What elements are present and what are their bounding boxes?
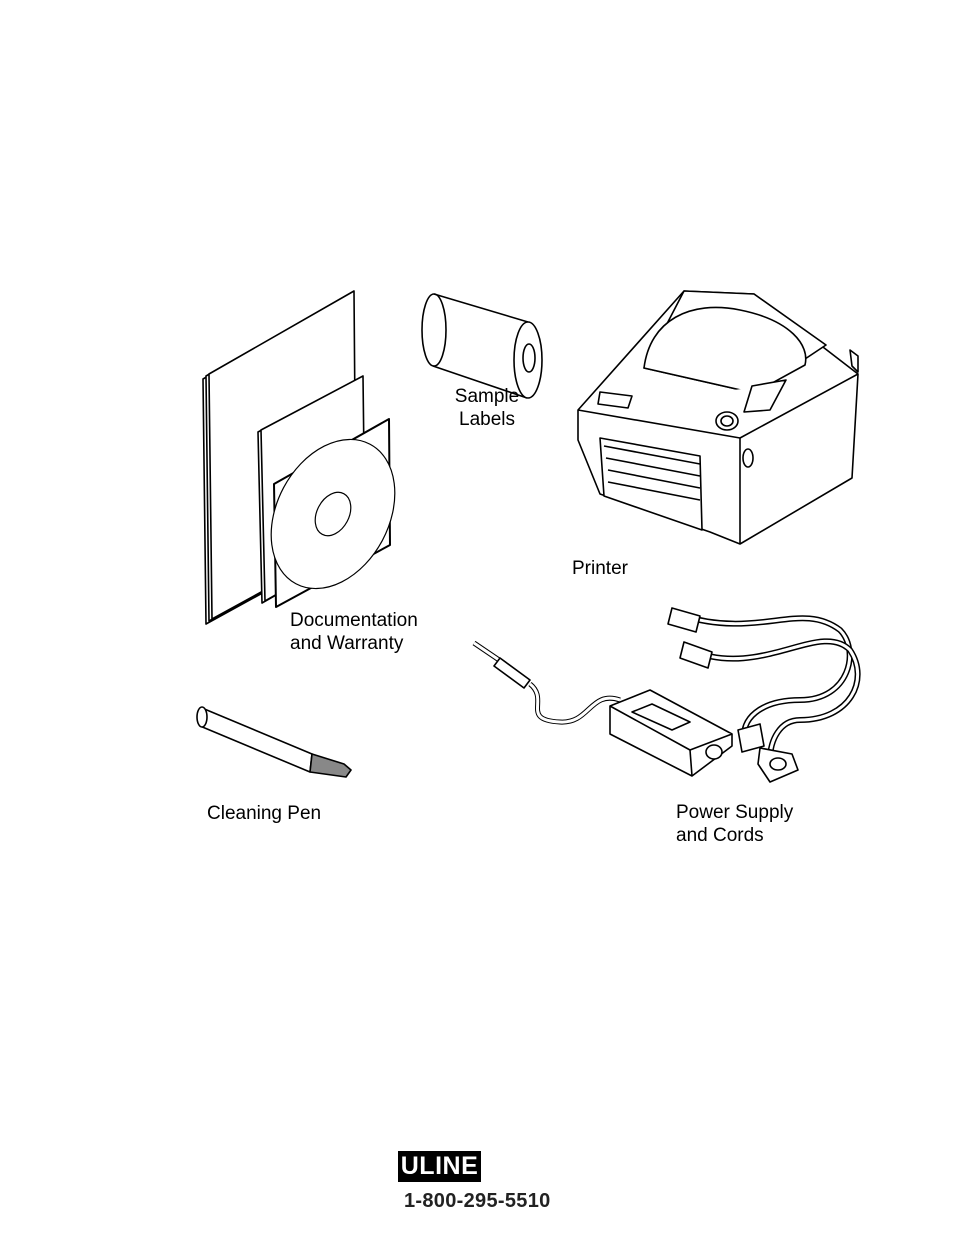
cleaning-pen-illustration xyxy=(197,707,351,777)
sample-labels-line1: Sample xyxy=(446,385,528,408)
power-supply-line2: and Cords xyxy=(676,824,793,847)
documentation-illustration xyxy=(203,291,420,624)
phone-number: 1-800-295-5510 xyxy=(404,1190,551,1213)
sample-labels-label: Sample Labels xyxy=(446,385,528,431)
documentation-line2: and Warranty xyxy=(290,632,418,655)
sample-labels-line2: Labels xyxy=(446,408,528,431)
power-supply-illustration xyxy=(474,608,858,782)
documentation-label: Documentation and Warranty xyxy=(290,609,418,655)
power-supply-line1: Power Supply xyxy=(676,801,793,824)
printer-illustration xyxy=(578,291,858,544)
documentation-line1: Documentation xyxy=(290,609,418,632)
power-supply-label: Power Supply and Cords xyxy=(676,801,793,847)
printer-label: Printer xyxy=(572,557,628,580)
sample-labels-roll-illustration xyxy=(422,294,542,398)
uline-logo: ULINE xyxy=(398,1151,481,1182)
cleaning-pen-label: Cleaning Pen xyxy=(207,802,321,825)
